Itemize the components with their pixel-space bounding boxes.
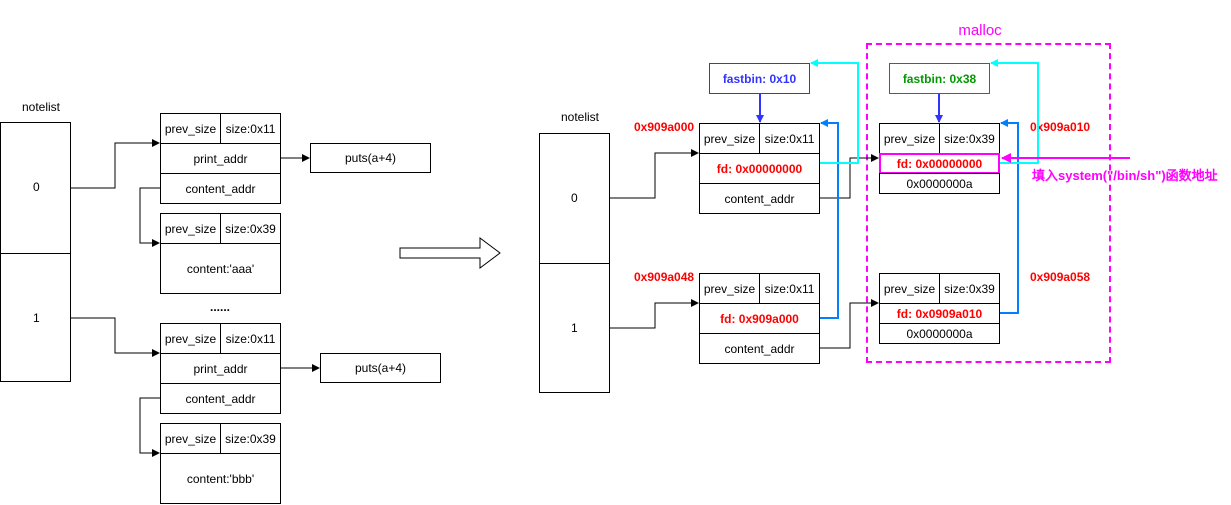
left-notelist-divider [1,253,70,254]
chunkB-size: size:0x11 [759,273,820,304]
chunkB-fd-to-chunkA [820,119,839,319]
right-slot1-to-chunkB [610,299,699,329]
fastbin-0x10-box: fastbin: 0x10 [709,63,810,94]
right-notelist-divider [540,263,609,264]
left-notelist-label: notelist [21,100,61,114]
malloc-label: malloc [958,22,1002,39]
addr-0x909a000: 0x909a000 [634,120,695,134]
left-note0-content-addr: content_addr [160,173,281,204]
chunkC-data: 0x0000000a [879,173,1000,194]
chunkD-size: size:0x39 [939,273,1000,304]
left-slot-0: 0 [33,180,40,194]
system-annotation: 填入system("/bin/sh")函数地址 [1032,168,1218,183]
left-notelist: 0 1 [0,122,71,382]
right-slot0-to-chunkA [610,149,699,199]
left-note1-size: size:0x11 [220,323,281,354]
chunkB-prev-size: prev_size [699,273,760,304]
left-content0-data: content:'aaa' [160,243,281,294]
left-slot0-to-note0 [71,139,160,189]
left-content0-link [139,187,160,247]
chunkD-data: 0x0000000a [879,323,1000,344]
right-slot-0: 0 [571,191,578,205]
chunkC-prev-size: prev_size [879,123,940,154]
chunkA-content-to-chunkC [820,154,879,199]
chunkB-content-to-chunkD [820,299,879,349]
addr-0x909a058: 0x909a058 [1030,270,1091,284]
left-slot-1: 1 [33,311,40,325]
chunkA-size: size:0x11 [759,123,820,154]
transition-arrow [399,237,501,269]
chunkC-size: size:0x39 [939,123,1000,154]
chunkD-prev-size: prev_size [879,273,940,304]
left-note1-content-addr: content_addr [160,383,281,414]
malloc-region [866,43,1111,363]
fastbin-0x38-box: fastbin: 0x38 [889,63,990,94]
left-note0-puts: puts(a+4) [310,143,431,173]
chunkA-content-addr: content_addr [699,183,820,214]
left-note1-puts: puts(a+4) [320,353,441,383]
chunkD-fd: fd: 0x0909a010 [879,303,1000,324]
left-note0-size: size:0x11 [220,113,281,144]
chunkA-fd: fd: 0x00000000 [699,153,820,184]
left-content1-data: content:'bbb' [160,453,281,504]
right-notelist: 0 1 [539,133,610,393]
chunkB-fd: fd: 0x909a000 [699,303,820,334]
addr-0x909a010: 0x909a010 [1030,120,1091,134]
chunkB-content-addr: content_addr [699,333,820,364]
right-notelist-label: notelist [560,110,600,124]
right-slot-1: 1 [571,321,578,335]
left-content1-size: size:0x39 [220,423,281,454]
addr-0x909a048: 0x909a048 [634,270,695,284]
left-content1-link [139,397,160,457]
chunkA-fd-to-fastbin [810,59,859,164]
left-slot1-to-note1 [71,317,160,357]
left-ellipsis: ...... [209,300,231,314]
chunkD-fd-to-chunkC [1000,119,1019,314]
chunkC-fd-to-fastbin [990,59,1039,164]
left-note0-prev-size: prev_size [160,113,221,144]
